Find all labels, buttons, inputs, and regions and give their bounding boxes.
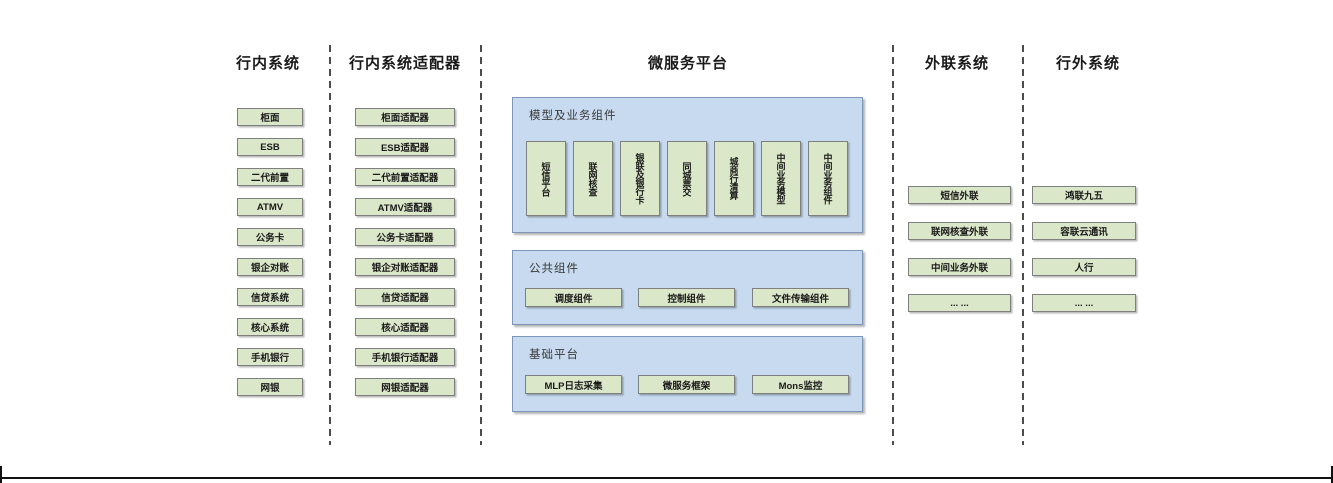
base-platform-group: 基础平台 MLP日志采集 微服务框架 Mons监控 — [512, 336, 863, 412]
system-box: 公务卡 — [237, 228, 303, 246]
component-box: Mons监控 — [752, 375, 849, 394]
column-separator — [892, 45, 894, 445]
system-box: 手机银行 — [237, 348, 303, 366]
system-box: 二代前置 — [237, 168, 303, 186]
component-box: 城商行清算 — [714, 141, 754, 216]
group-label: 基础平台 — [529, 349, 579, 361]
adapter-box: 信贷适配器 — [355, 288, 455, 306]
component-box: 控制组件 — [638, 288, 735, 307]
group-label: 公共组件 — [529, 263, 579, 275]
adapter-box: ATMV适配器 — [355, 198, 455, 216]
component-box: MLP日志采集 — [525, 375, 622, 394]
adapter-box: 网银适配器 — [355, 378, 455, 396]
outside-box: 鸿联九五 — [1032, 186, 1136, 204]
external-box: 联网核查外联 — [908, 222, 1011, 240]
component-box: 文件传输组件 — [752, 288, 849, 307]
column-separator — [480, 45, 482, 445]
external-box: 短信外联 — [908, 186, 1011, 204]
common-components-group: 公共组件 调度组件 控制组件 文件传输组件 — [512, 250, 863, 325]
system-box: ATMV — [237, 198, 303, 216]
component-box: 联网核查 — [573, 141, 613, 216]
component-box: 微服务框架 — [638, 375, 735, 394]
bottom-frame-line — [0, 477, 1333, 479]
outside-box: ... ... — [1032, 294, 1136, 312]
external-box: 中间业务外联 — [908, 258, 1011, 276]
adapter-box: ESB适配器 — [355, 138, 455, 156]
adapter-box: 二代前置适配器 — [355, 168, 455, 186]
column-separator — [329, 45, 331, 445]
column-separator — [1022, 45, 1024, 445]
frame-corner-right — [1331, 466, 1333, 483]
adapter-box: 公务卡适配器 — [355, 228, 455, 246]
component-box: 同城票交 — [667, 141, 707, 216]
external-box: ... ... — [908, 294, 1011, 312]
component-box: 银联及银行卡 — [620, 141, 660, 216]
system-box: 信贷系统 — [237, 288, 303, 306]
component-box: 中间业务模型 — [761, 141, 801, 216]
outside-box: 容联云通讯 — [1032, 222, 1136, 240]
outside-box: 人行 — [1032, 258, 1136, 276]
system-box: 核心系统 — [237, 318, 303, 336]
adapter-box: 手机银行适配器 — [355, 348, 455, 366]
column-title-internal-systems: 行内系统 — [235, 55, 300, 72]
component-box: 调度组件 — [525, 288, 622, 307]
column-title-microservice-platform: 微服务平台 — [647, 55, 728, 72]
model-business-components-group: 模型及业务组件 短信平台 联网核查 银联及银行卡 同城票交 城商行清算 中间业务… — [512, 97, 863, 233]
adapter-box: 核心适配器 — [355, 318, 455, 336]
adapter-box: 银企对账适配器 — [355, 258, 455, 276]
column-title-external-link-systems: 外联系统 — [924, 55, 989, 72]
column-title-internal-adapters: 行内系统适配器 — [348, 55, 461, 72]
adapter-box: 柜面适配器 — [355, 108, 455, 126]
component-box: 中间业务组件 — [808, 141, 848, 216]
system-box: 柜面 — [237, 108, 303, 126]
component-box: 短信平台 — [526, 141, 566, 216]
group-label: 模型及业务组件 — [529, 110, 617, 122]
system-box: ESB — [237, 138, 303, 156]
frame-corner-left — [0, 466, 2, 483]
system-box: 网银 — [237, 378, 303, 396]
system-box: 银企对账 — [237, 258, 303, 276]
column-title-outside-systems: 行外系统 — [1055, 55, 1120, 72]
